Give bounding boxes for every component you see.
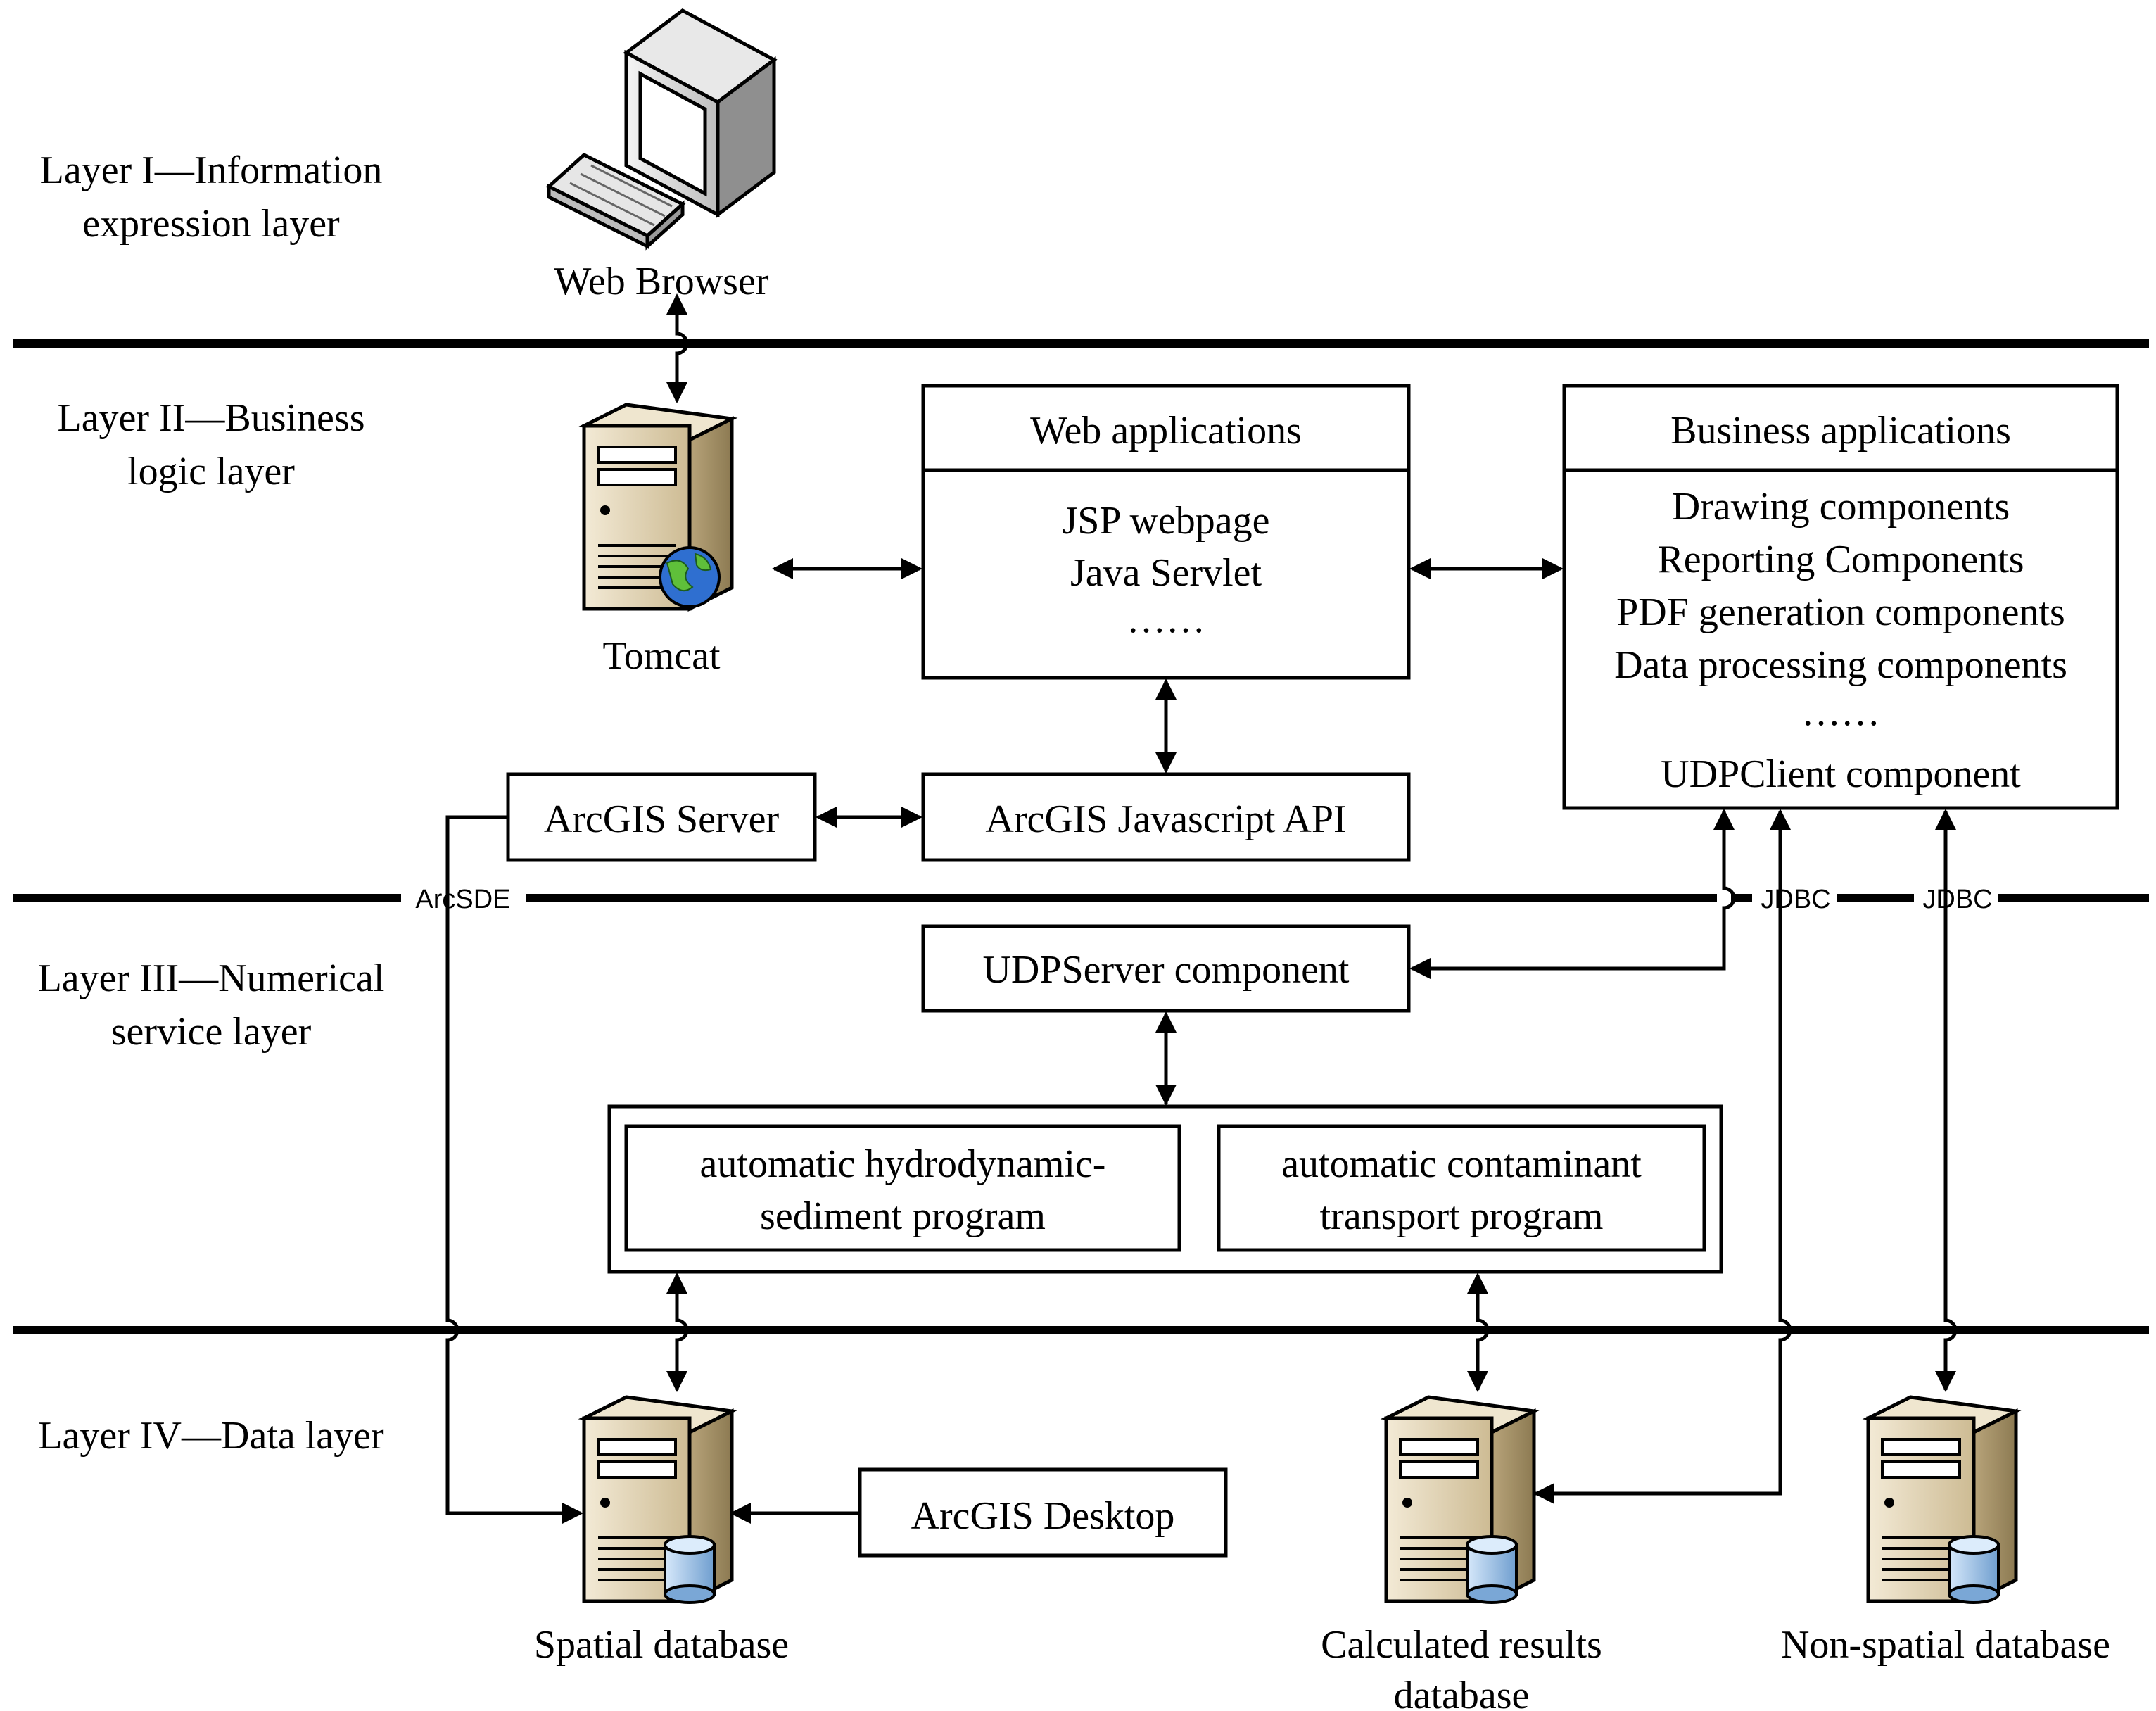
browser-tomcat-connector [666,293,689,403]
svg-text:ArcGIS Desktop: ArcGIS Desktop [911,1494,1175,1538]
business-applications-box: Business applications Drawing components… [1562,384,2119,810]
business-apps-item: …… [1801,690,1880,734]
web-applications-box: Web applications JSP webpage Java Servle… [921,384,1411,680]
business-apps-item: Drawing components [1672,485,2010,529]
arcsde-label: ArcSDE [415,885,510,914]
business-apps-item: UDPClient component [1661,752,2021,796]
web-apps-item: JSP webpage [1062,499,1269,543]
svg-text:sediment program: sediment program [760,1194,1046,1238]
calculated-results-database-server-icon [1386,1397,1534,1604]
web-apps-title: Web applications [1030,409,1302,453]
svg-text:ArcGIS Javascript API: ArcGIS Javascript API [985,797,1346,841]
arcgis-server-box: ArcGIS Server [506,772,817,862]
programs-calcdb-connector [1467,1273,1490,1392]
layer-4-label: Layer IV—Data layer [38,1414,384,1458]
tomcat-label: Tomcat [602,634,721,678]
business-apps-item: Reporting Components [1657,538,2024,581]
udpserver-component-box: UDPServer component [921,924,1411,1013]
spatial-database-server-icon [584,1397,732,1604]
tomcat-server-icon [584,405,732,609]
globe-icon [659,546,721,608]
jdbc-nonspatialdb-connector [1935,809,1958,1392]
jdbc-calcdb-connector [1533,809,1792,1504]
business-apps-item: Data processing components [1614,643,2067,687]
contaminant-transport-program-box: automatic contaminant transport program [1217,1124,1706,1252]
web-browser-label: Web Browser [554,260,769,303]
programs-spatialdb-connector [666,1273,689,1392]
jdbc-label-2: JDBC [1922,885,1992,914]
svg-text:ArcGIS Server: ArcGIS Server [544,797,780,841]
business-apps-item: PDF generation components [1616,591,2065,634]
web-apps-item: …… [1127,598,1205,641]
business-apps-title: Business applications [1670,409,2011,453]
svg-text:automatic contaminant: automatic contaminant [1281,1142,1642,1186]
arcgis-javascript-api-box: ArcGIS Javascript API [921,772,1411,862]
web-apps-item: Java Servlet [1070,551,1262,595]
arcgis-desktop-box: ArcGIS Desktop [858,1467,1228,1558]
svg-text:transport program: transport program [1320,1194,1604,1238]
computer-icon [545,8,778,251]
udpclient-udpserver-connector [1409,809,1736,979]
arcsde-connector [445,815,583,1524]
svg-text:automatic hydrodynamic-: automatic hydrodynamic- [700,1142,1106,1186]
hydrodynamic-sediment-program-box: automatic hydrodynamic- sediment program [624,1124,1181,1252]
spatial-database-label: Spatial database [534,1623,789,1667]
non-spatial-database-server-icon [1868,1397,2016,1604]
jdbc-label-1: JDBC [1761,885,1830,914]
non-spatial-database-label: Non-spatial database [1781,1623,2110,1667]
svg-text:UDPServer component: UDPServer component [982,948,1349,992]
